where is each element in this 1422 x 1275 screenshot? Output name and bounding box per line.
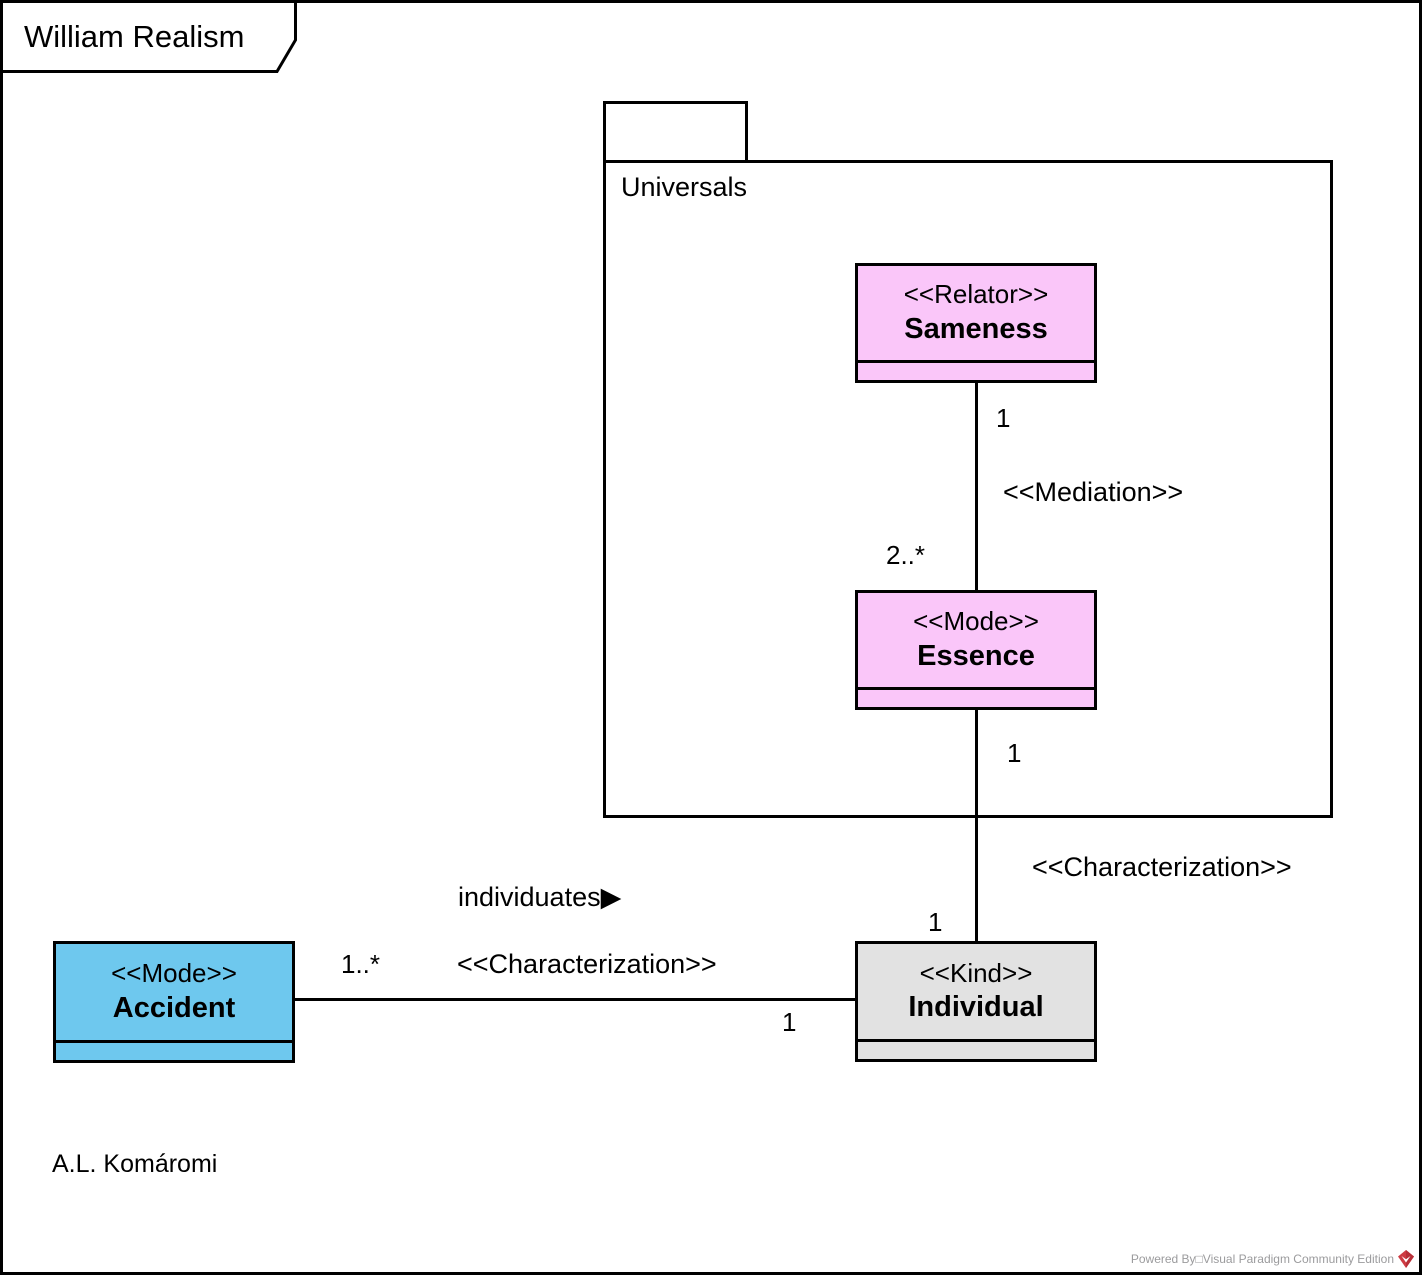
accident-individual-association-line bbox=[294, 998, 855, 1001]
diagram-title: William Realism bbox=[24, 19, 245, 54]
mediation-multiplicity-sameness: 1 bbox=[996, 403, 1011, 433]
universals-package-body bbox=[603, 160, 1333, 818]
characterization-stereotype-label-right: <<Characterization>> bbox=[1032, 852, 1292, 882]
class-essence-stereotype: <<Mode>> bbox=[913, 606, 1039, 637]
class-sameness-stereotype: <<Relator>> bbox=[903, 279, 1049, 310]
class-individual: <<Kind>> Individual bbox=[855, 941, 1097, 1062]
characterization-multiplicity-accident: 1..* bbox=[341, 949, 381, 979]
watermark-text: Powered By□Visual Paradigm Community Edi… bbox=[1130, 1252, 1394, 1266]
class-sameness: <<Relator>> Sameness bbox=[855, 263, 1097, 383]
class-accident-name: Accident bbox=[112, 991, 236, 1024]
universals-package-label: Universals bbox=[621, 172, 748, 202]
class-accident-attributes-compartment bbox=[56, 1040, 292, 1060]
class-sameness-name: Sameness bbox=[904, 312, 1048, 345]
class-individual-header: <<Kind>> Individual bbox=[858, 944, 1094, 1039]
characterization-multiplicity-individual-top: 1 bbox=[928, 907, 943, 937]
class-sameness-attributes-compartment bbox=[858, 360, 1094, 380]
class-essence: <<Mode>> Essence bbox=[855, 590, 1097, 710]
class-individual-name: Individual bbox=[908, 991, 1044, 1024]
universals-package-tab bbox=[603, 101, 748, 163]
visual-paradigm-logo-icon bbox=[1398, 1250, 1414, 1268]
characterization-stereotype-label-left: <<Characterization>> bbox=[457, 949, 717, 979]
class-individual-attributes-compartment bbox=[858, 1039, 1094, 1059]
individuates-association-name: individuates▶ bbox=[458, 882, 622, 912]
essence-individual-association-line bbox=[975, 710, 978, 941]
class-essence-header: <<Mode>> Essence bbox=[858, 593, 1094, 687]
mediation-association-line bbox=[975, 383, 978, 590]
class-essence-name: Essence bbox=[917, 639, 1035, 672]
class-sameness-header: <<Relator>> Sameness bbox=[858, 266, 1094, 360]
class-accident: <<Mode>> Accident bbox=[53, 941, 295, 1063]
characterization-multiplicity-individual-left: 1 bbox=[782, 1007, 797, 1037]
class-individual-stereotype: <<Kind>> bbox=[919, 957, 1033, 988]
class-accident-header: <<Mode>> Accident bbox=[56, 944, 292, 1040]
watermark: Powered By□Visual Paradigm Community Edi… bbox=[1131, 1250, 1414, 1268]
frame-title: William Realism bbox=[0, 0, 302, 78]
mediation-stereotype-label: <<Mediation>> bbox=[1003, 477, 1184, 507]
characterization-multiplicity-essence: 1 bbox=[1007, 738, 1022, 768]
class-accident-stereotype: <<Mode>> bbox=[111, 958, 237, 989]
mediation-multiplicity-essence: 2..* bbox=[886, 540, 926, 570]
class-essence-attributes-compartment bbox=[858, 687, 1094, 707]
author-signature: A.L. Komáromi bbox=[52, 1150, 218, 1178]
